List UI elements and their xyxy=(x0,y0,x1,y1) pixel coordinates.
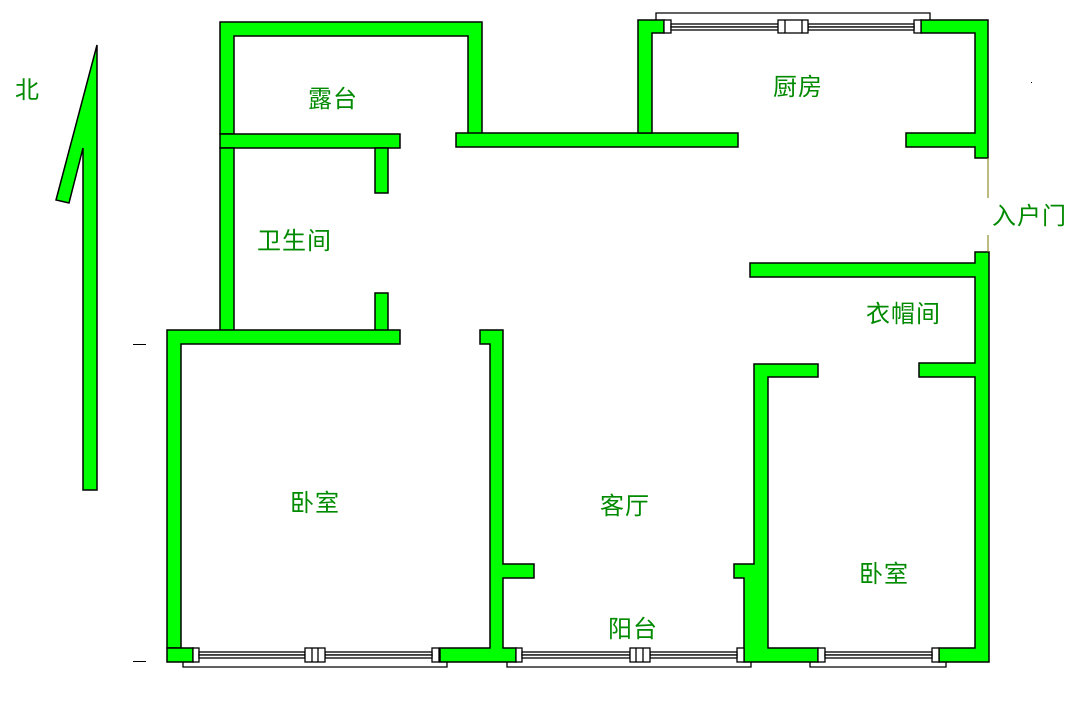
wall-bedroom-left-top xyxy=(166,329,401,649)
room-label-bathroom: 卫生间 xyxy=(257,227,332,255)
scale-tick-upper xyxy=(133,344,146,345)
window-bedroom-left xyxy=(182,647,448,668)
room-label-bedroom-right: 卧室 xyxy=(859,560,909,588)
window-kitchen xyxy=(655,12,931,34)
wall-bathroom-jamb-lower xyxy=(374,292,389,332)
wall-kitchen-right xyxy=(905,19,989,159)
room-label-balcony: 阳台 xyxy=(606,615,660,643)
wall-corridor-top xyxy=(455,132,739,148)
wall-bathroom-jamb-upper xyxy=(374,147,389,194)
wall-bedroom-right-left xyxy=(733,363,819,663)
wall-terrace xyxy=(219,21,483,135)
wall-living-left xyxy=(439,329,535,663)
room-label-terrace: 露台 xyxy=(308,85,358,113)
wall-bathroom-top xyxy=(219,133,401,149)
north-arrow-icon xyxy=(55,44,98,491)
wall-right-exterior xyxy=(749,251,990,663)
compass-label: 北 xyxy=(15,76,40,104)
room-label-kitchen: 厨房 xyxy=(773,73,823,101)
wall-bottom-left-corner xyxy=(166,647,194,663)
room-label-living-room: 客厅 xyxy=(600,492,650,520)
wall-bathroom-left xyxy=(219,147,235,332)
window-bedroom-right xyxy=(809,647,947,668)
window-balcony xyxy=(506,647,752,668)
wall-kitchen-left xyxy=(637,19,665,134)
scale-tick-lower xyxy=(133,661,146,662)
room-label-cloakroom: 衣帽间 xyxy=(866,300,941,328)
room-label-bedroom-left: 卧室 xyxy=(290,489,340,517)
room-label-entrance: 入户门 xyxy=(992,202,1067,230)
